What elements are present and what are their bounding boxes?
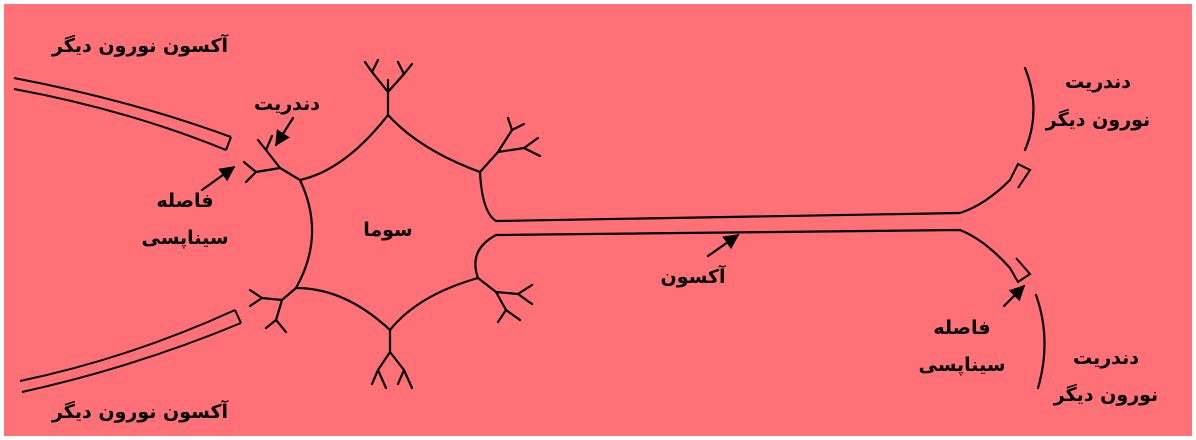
label-soma: سوما [363, 219, 413, 241]
label-dendrite-other-bottom-2: نورون دیگر [1053, 383, 1158, 406]
other-dendrite-top [1023, 66, 1035, 152]
label-dendrite-other-top-2: نورون دیگر [1045, 108, 1150, 131]
axon-terminals [1009, 162, 1032, 284]
label-synaptic-gap-left-2: سیناپسی [141, 227, 228, 249]
other-dendrite-bottom [1034, 293, 1046, 390]
other-axon-top [13, 77, 232, 151]
label-axon-other-top: آکسون نورون دیگر [51, 33, 229, 57]
label-axon-other-bottom: آکسون نورون دیگر [51, 399, 229, 423]
arrow-synapse-left [200, 165, 236, 192]
soma-body [294, 113, 1012, 332]
arrow-axon [706, 233, 740, 258]
arrow-synapse-right [1002, 284, 1026, 308]
label-axon: آکسون [660, 264, 726, 288]
arrow-dendrite [274, 116, 295, 147]
label-synaptic-gap-right-1: فاصله [933, 317, 990, 339]
label-dendrite: دندریت [254, 93, 320, 115]
soma-dendrites [242, 58, 542, 390]
other-axon-bottom [19, 309, 242, 393]
label-dendrite-other-top-1: دندریت [1065, 71, 1131, 93]
label-synaptic-gap-right-2: سیناپسی [918, 354, 1005, 376]
label-synaptic-gap-left-1: فاصله [156, 190, 213, 212]
label-dendrite-other-bottom-1: دندریت [1073, 347, 1139, 369]
